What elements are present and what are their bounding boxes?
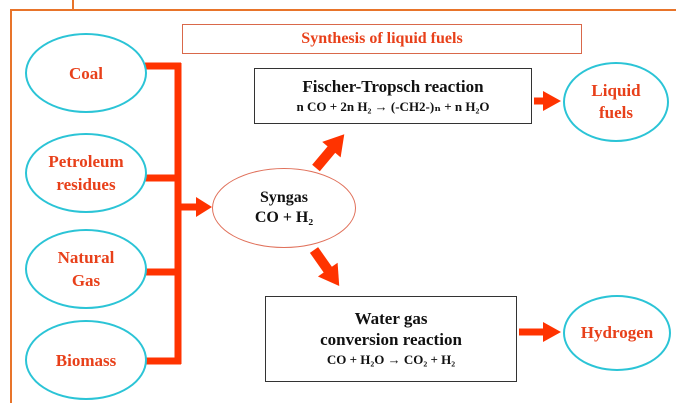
product-hydrogen-label: Hydrogen (580, 323, 654, 342)
water-gas-title-line1: Water gas (354, 309, 428, 328)
product-hydrogen: Hydrogen (563, 295, 671, 371)
fischer-tropsch-box: Fischer-Tropsch reaction n CO + 2n H₂ → … (254, 68, 532, 124)
syngas-name: Syngas (259, 189, 309, 206)
frame-top-border (10, 9, 676, 11)
water-gas-title-line2: conversion reaction (320, 330, 462, 349)
syngas-formula: CO + H₂ (254, 209, 314, 226)
source-petroleum-line2: residues (56, 175, 116, 194)
source-biomass: Biomass (25, 320, 147, 400)
frame-left-border (10, 9, 12, 403)
source-natural-gas-line1: Natural (57, 248, 115, 267)
diagram-title: Synthesis of liquid fuels (182, 24, 582, 54)
arrow-to-liquid-fuels (543, 91, 561, 111)
arrow-to-hydrogen (543, 322, 561, 342)
product-liquid-fuels: Liquid fuels (563, 62, 669, 142)
arrow-syngas-to-ft (312, 134, 345, 172)
syngas-node: Syngas CO + H₂ (212, 168, 356, 248)
fischer-tropsch-title: Fischer-Tropsch reaction (302, 77, 484, 96)
product-liquid-line1: Liquid (591, 81, 641, 100)
water-gas-box: Water gas conversion reaction CO + H₂O →… (265, 296, 517, 382)
source-coal-label: Coal (69, 63, 103, 83)
frame-tick (72, 0, 74, 10)
water-gas-equation: CO + H₂O → CO₂ + H₂ (326, 352, 456, 367)
source-petroleum-line1: Petroleum (48, 152, 124, 171)
product-liquid-line2: fuels (599, 103, 633, 122)
arrow-to-syngas (196, 197, 212, 217)
source-natural-gas-line2: Gas (71, 271, 101, 290)
source-coal: Coal (25, 33, 147, 113)
fischer-tropsch-equation: n CO + 2n H₂ → (-CH2-)ₙ + n H₂O (296, 99, 490, 114)
source-biomass-label: Biomass (55, 350, 117, 370)
source-petroleum-residues: Petroleum residues (25, 133, 147, 213)
source-natural-gas: Natural Gas (25, 229, 147, 309)
arrow-syngas-to-watergas (309, 247, 340, 287)
diagram-title-text: Synthesis of liquid fuels (301, 30, 463, 47)
